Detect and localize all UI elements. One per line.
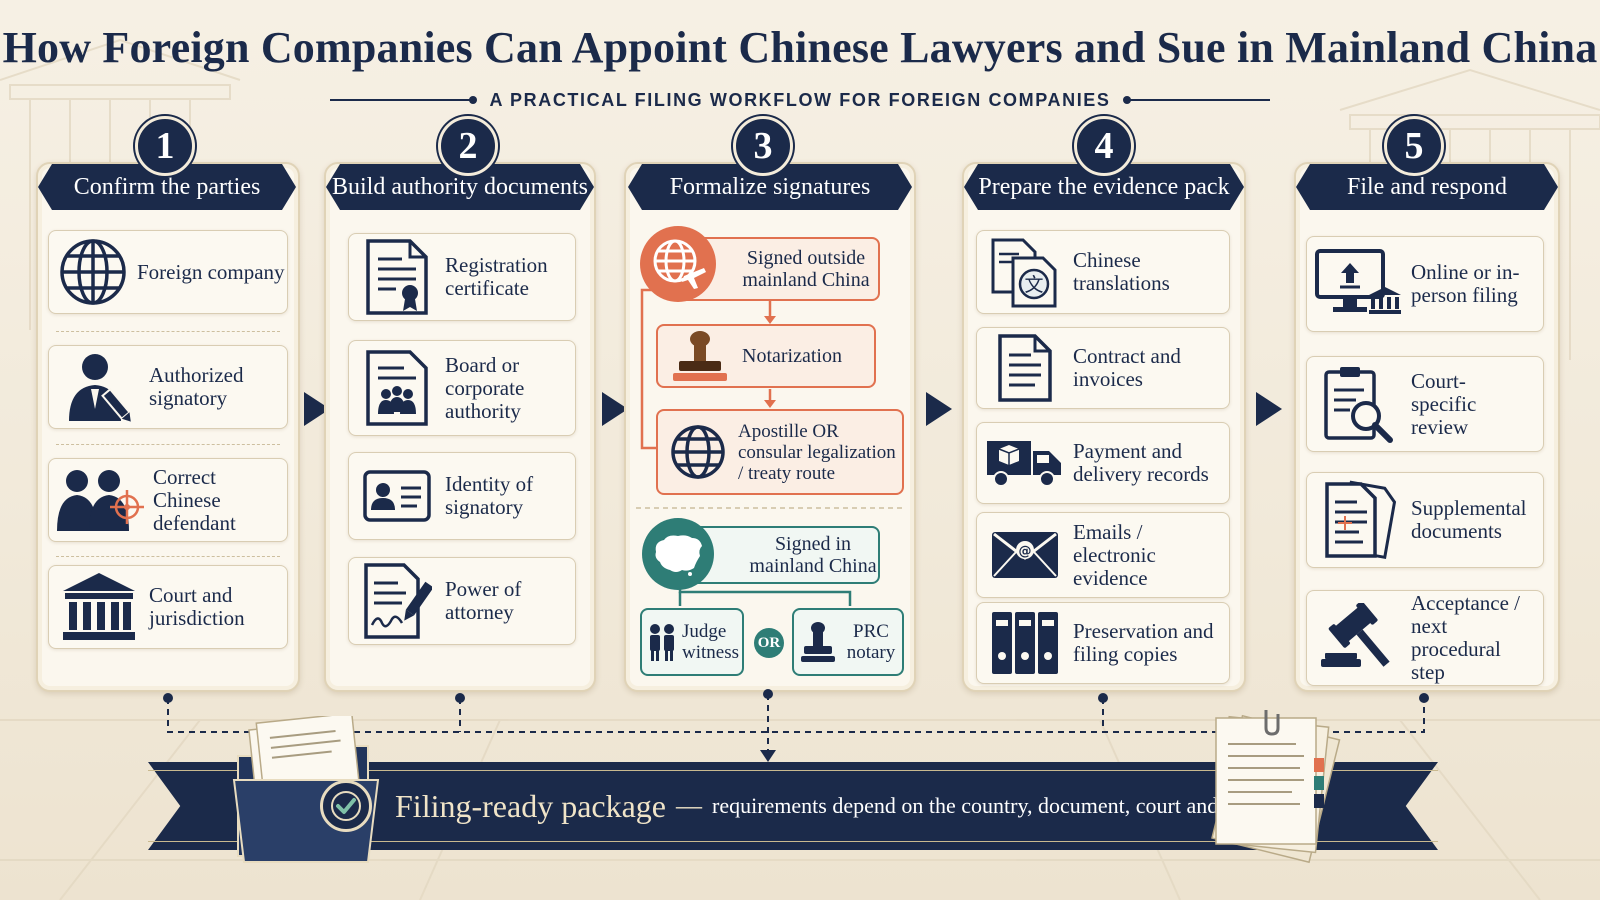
step-1-item-authorized-signatory[interactable]: Authorized signatory — [48, 345, 288, 429]
signed-document-icon — [349, 561, 445, 641]
courthouse-icon — [49, 571, 149, 643]
divider — [56, 444, 280, 445]
item-label: Power of attorney — [445, 577, 522, 624]
step-4-item-emails[interactable]: @ Emails / electronic evidence — [976, 512, 1230, 598]
item-label: Supplemental documents — [1411, 496, 1527, 543]
gavel-icon — [1307, 603, 1411, 673]
page-title: How Foreign Companies Can Appoint Chines… — [2, 23, 1598, 72]
globe-plane-icon — [640, 226, 716, 302]
step-1-item-court[interactable]: Court and jurisdiction — [48, 565, 288, 649]
item-label: Chinese translations — [1073, 248, 1170, 295]
prc-notary-box[interactable]: PRC notary — [792, 608, 904, 676]
notarization-box[interactable]: Notarization — [656, 324, 876, 388]
step-4-number: 4 — [1074, 116, 1134, 176]
upload-monitor-icon — [1307, 249, 1411, 319]
item-label: Emails / electronic evidence — [1073, 519, 1156, 590]
documents-icon — [1307, 480, 1411, 560]
binders-icon — [977, 610, 1073, 676]
item-label: Payment and delivery records — [1073, 439, 1209, 486]
item-label: Correct Chinese defendant — [153, 464, 236, 535]
translation-icon: 文 — [977, 236, 1073, 308]
subtitle-rule-left — [330, 96, 478, 104]
email-icon: @ — [977, 530, 1073, 580]
item-label: Court-specific review — [1411, 368, 1477, 439]
prc-notary-label: PRC notary — [846, 621, 896, 663]
item-label: Foreign company — [137, 259, 285, 284]
step-5-item-filing[interactable]: Online or in-person filing — [1306, 236, 1544, 332]
step-5-item-supplemental[interactable]: Supplemental documents — [1306, 472, 1544, 568]
item-label: Contract and invoices — [1073, 344, 1181, 391]
step-4-item-contract[interactable]: Contract and invoices — [976, 327, 1230, 409]
step-4-item-translations[interactable]: 文 Chinese translations — [976, 230, 1230, 314]
flow-arrow-4-5 — [1256, 392, 1282, 426]
step-2-number: 2 — [438, 116, 498, 176]
filing-ready-title: Filing-ready package — [395, 787, 666, 824]
item-label: Court and jurisdiction — [149, 583, 245, 630]
step-2-item-power-of-attorney[interactable]: Power of attorney — [348, 557, 576, 645]
item-label: Online or in-person filing — [1411, 260, 1520, 307]
certificate-icon — [349, 237, 445, 317]
step-5-item-review[interactable]: Court-specific review — [1306, 356, 1544, 452]
or-badge: OR — [754, 628, 784, 658]
notarization-label: Notarization — [742, 345, 842, 367]
document-icon — [977, 333, 1073, 403]
legalization-box[interactable]: Apostille OR consular legalization / tre… — [656, 409, 904, 495]
item-label: Registration certificate — [445, 253, 548, 300]
subtitle-row: A PRACTICAL FILING WORKFLOW FOR FOREIGN … — [330, 88, 1271, 112]
delivery-truck-icon — [977, 435, 1073, 491]
stamp-icon — [794, 620, 842, 664]
step-2-item-board[interactable]: Board or corporate authority — [348, 340, 576, 436]
globe-icon — [49, 237, 137, 307]
judge-witness-box[interactable]: Judge witness — [640, 608, 744, 676]
step-1-item-foreign-company[interactable]: Foreign company — [48, 230, 288, 314]
divider — [56, 331, 280, 332]
target-people-icon — [49, 465, 153, 535]
svg-text:@: @ — [1019, 544, 1032, 559]
signatory-pen-icon — [49, 349, 149, 425]
page-subtitle: A PRACTICAL FILING WORKFLOW FOR FOREIGN … — [489, 89, 1111, 110]
board-document-icon — [349, 348, 445, 428]
filing-ready-text: Filing-ready package — requirements depe… — [395, 776, 1317, 836]
clipboard-search-icon — [1307, 364, 1411, 444]
step-1-item-defendant[interactable]: Correct Chinese defendant — [48, 458, 288, 542]
china-map-icon — [642, 518, 714, 590]
step-1-number: 1 — [135, 116, 195, 176]
two-people-icon — [642, 622, 682, 662]
step-5-item-acceptance[interactable]: Acceptance / next procedural step — [1306, 590, 1544, 686]
signed-inside-label: Signed in mainland China — [749, 533, 877, 577]
step-4-item-preservation[interactable]: Preservation and filing copies — [976, 602, 1230, 684]
signed-outside-label: Signed outside mainland China — [742, 247, 870, 291]
svg-text:文: 文 — [1024, 274, 1043, 296]
id-card-icon — [349, 470, 445, 522]
check-icon — [320, 780, 372, 832]
item-label: Authorized signatory — [149, 363, 244, 410]
item-label: Identity of signatory — [445, 472, 534, 519]
judge-witness-label: Judge witness — [682, 621, 739, 663]
divider — [56, 556, 280, 557]
step-4-item-payment[interactable]: Payment and delivery records — [976, 422, 1230, 504]
step-2-item-identity[interactable]: Identity of signatory — [348, 452, 576, 540]
step-5-number: 5 — [1384, 116, 1444, 176]
filing-ready-dash: — — [676, 791, 702, 820]
globe-icon — [658, 423, 738, 481]
step-3-number: 3 — [733, 116, 793, 176]
item-label: Acceptance / next procedural step — [1411, 591, 1521, 684]
item-label: Board or corporate authority — [445, 352, 525, 423]
item-label: Preservation and filing copies — [1073, 619, 1214, 666]
document-stack-icon — [1211, 710, 1341, 864]
subtitle-rule-right — [1122, 96, 1271, 104]
legalization-label: Apostille OR consular legalization / tre… — [738, 420, 896, 484]
step-2-item-registration[interactable]: Registration certificate — [348, 233, 576, 321]
flow-arrow-3-4 — [926, 392, 952, 426]
stamp-icon — [658, 329, 742, 383]
